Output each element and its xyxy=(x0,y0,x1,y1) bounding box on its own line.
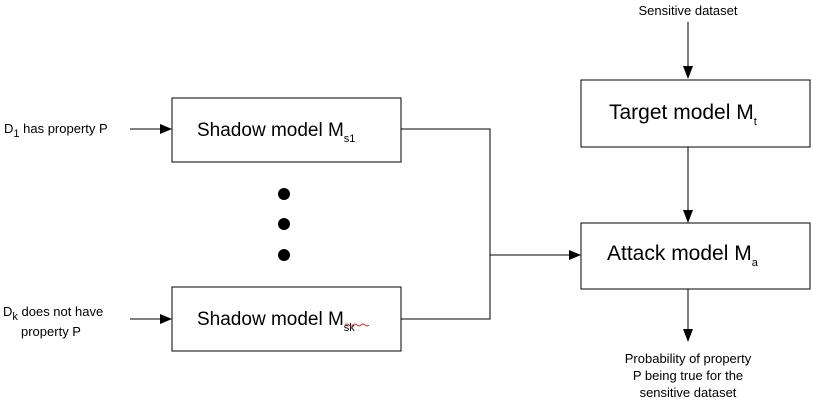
input-d1-label: D1 has property P xyxy=(4,121,108,140)
arrow-d1-to-shadow1 xyxy=(130,124,172,134)
shadow-model-k-box xyxy=(171,286,402,352)
shadow-model-k-label: Shadow model Msk xyxy=(197,309,355,334)
spellcheck-squiggle xyxy=(344,323,370,327)
target-model-box xyxy=(580,79,811,148)
ellipsis-dots xyxy=(278,188,290,261)
output-line-1: Probability of property xyxy=(625,351,752,366)
connector-shadow-to-attack xyxy=(401,128,581,320)
attack-model-label: Attack model Ma xyxy=(607,242,759,269)
sensitive-dataset-label: Sensitive dataset xyxy=(638,3,737,18)
arrow-dataset-to-target xyxy=(683,22,693,79)
ellipsis-dot xyxy=(278,249,290,261)
output-line-2: P being true for the xyxy=(633,368,743,383)
attack-model-box xyxy=(580,222,811,290)
ellipsis-dot xyxy=(278,188,290,200)
input-dk-label-line1: Dk does not have xyxy=(3,304,103,323)
shadow-model-1-label: Shadow model Ms1 xyxy=(197,120,355,145)
ellipsis-dot xyxy=(278,218,290,230)
input-dk-label-line2: property P xyxy=(21,324,81,339)
arrow-target-to-attack xyxy=(683,147,693,223)
arrow-attack-to-output xyxy=(683,289,693,342)
output-line-3: sensitive dataset xyxy=(640,385,737,400)
shadow-model-1-box xyxy=(171,97,402,163)
arrow-dk-to-shadowk xyxy=(130,314,172,324)
target-model-label: Target model Mt xyxy=(609,101,757,128)
